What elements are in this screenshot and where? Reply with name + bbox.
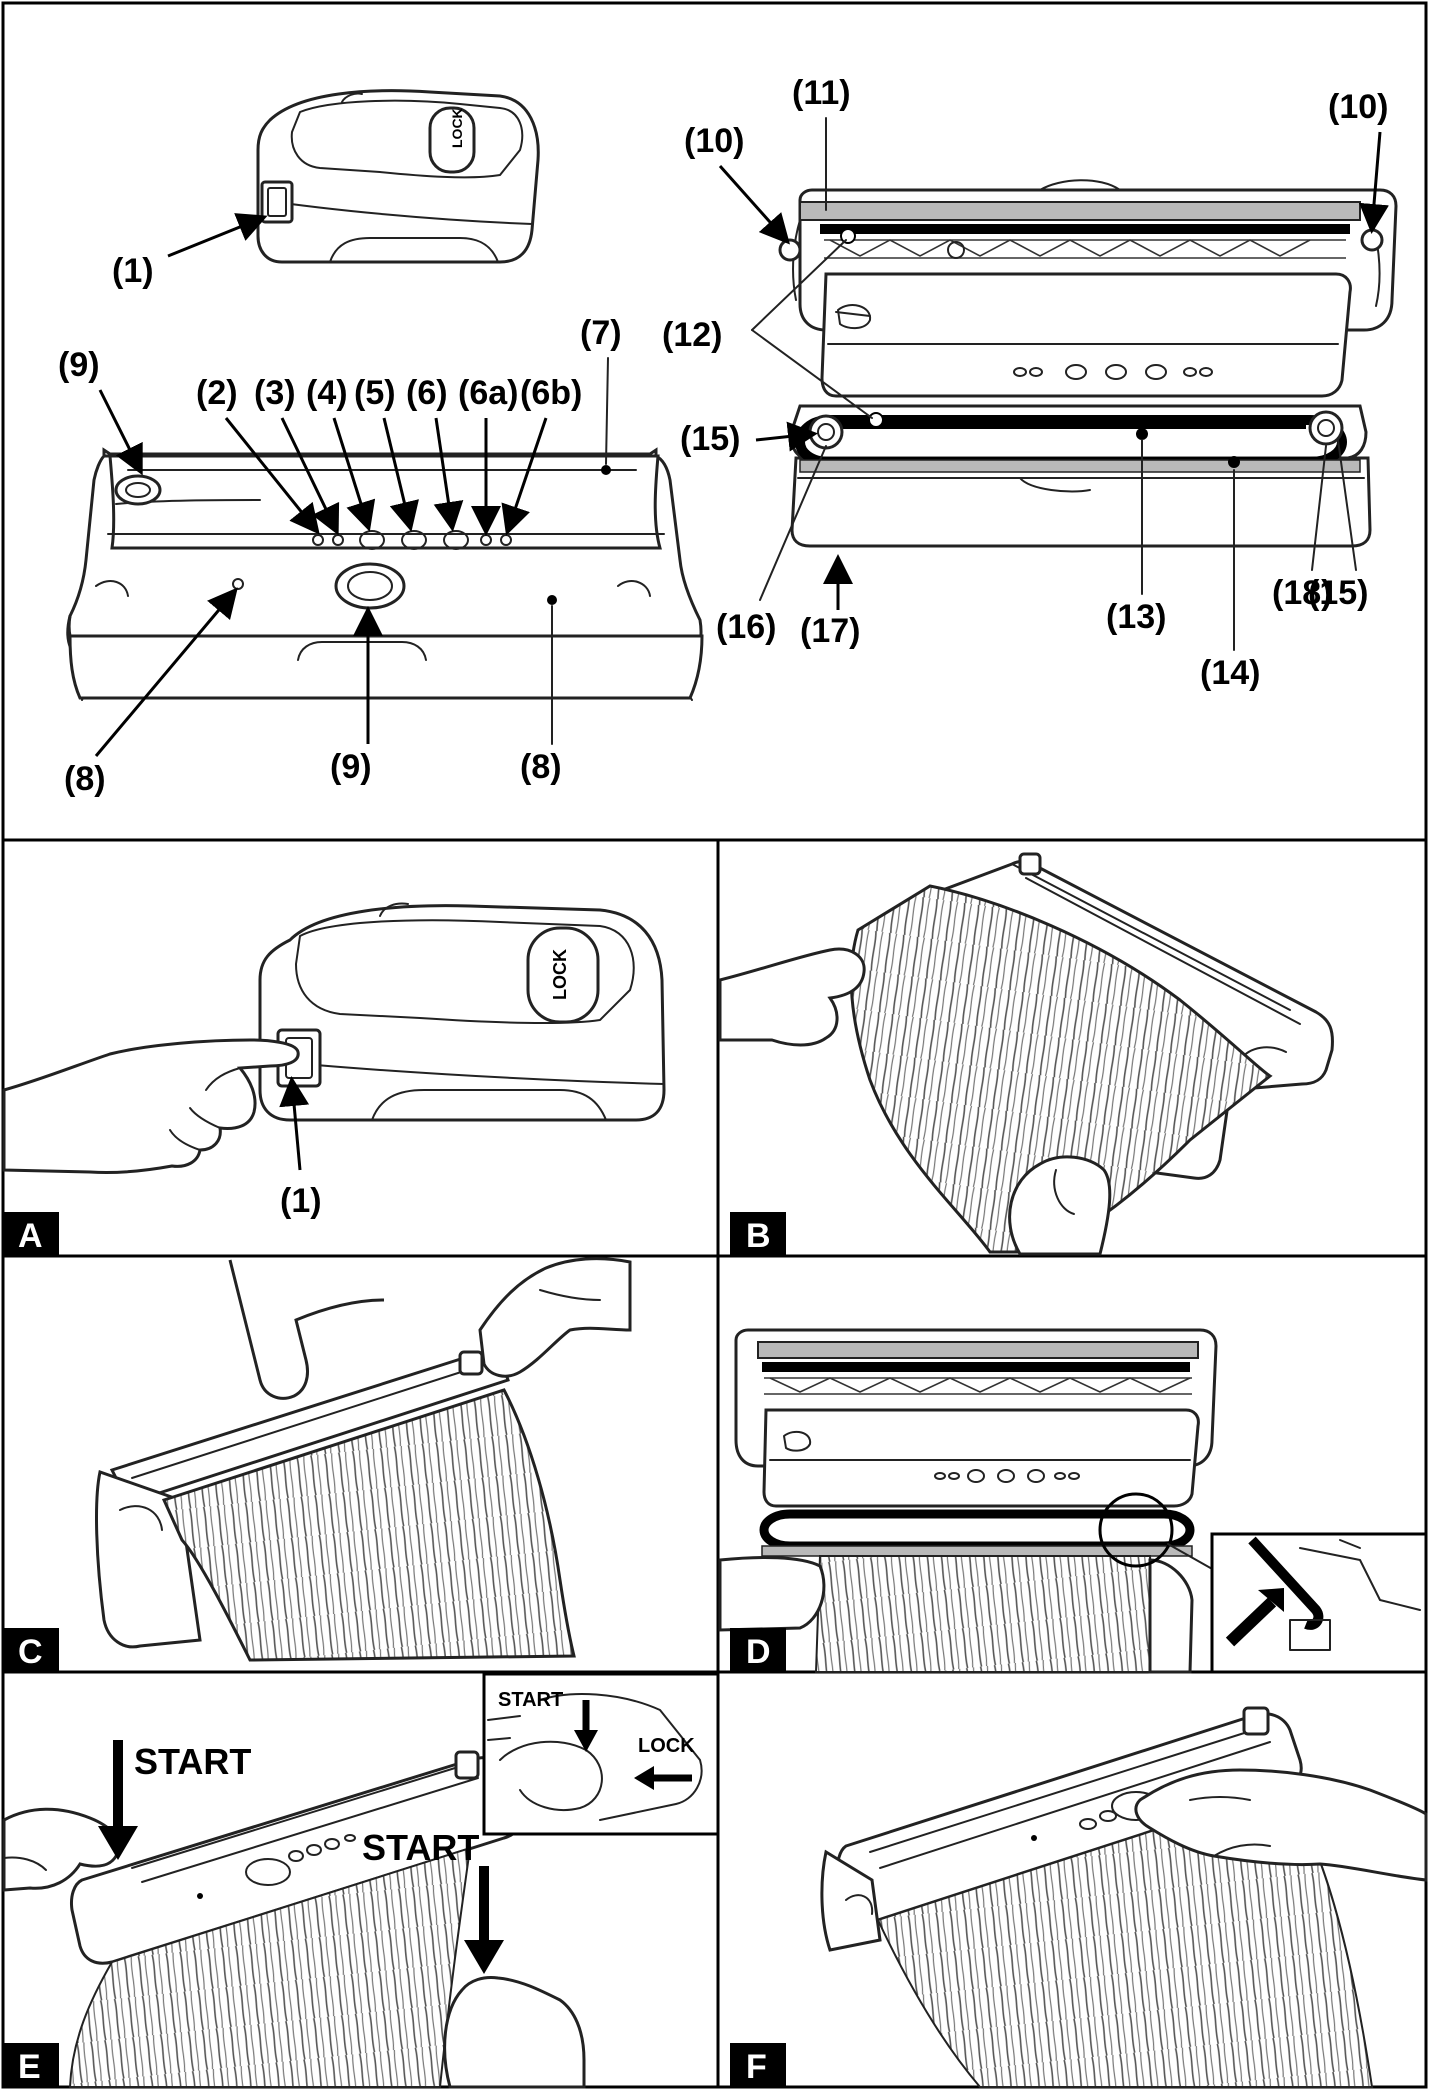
lock-slider bbox=[428, 106, 476, 174]
label-10: (8) bbox=[64, 760, 106, 798]
label-6b: (6b) bbox=[520, 374, 582, 412]
badge-b-text: B bbox=[746, 1217, 771, 1255]
label-18-right: (18) bbox=[1272, 574, 1332, 612]
bag-roll-b bbox=[849, 884, 1273, 1254]
label-17-right: (15) bbox=[1308, 574, 1368, 612]
panel-a: LOCK (1) A bbox=[2, 902, 666, 1256]
badge-c-text: C bbox=[18, 1633, 43, 1671]
panel-e: START START START LOCK E bbox=[2, 1672, 720, 2089]
panel-f: F bbox=[730, 1706, 1428, 2088]
closed-appliance-callouts: (9) (2) (3) (4) (5) (6) (6a) (6b) (7) (8… bbox=[58, 314, 622, 798]
label-12-right: (10) bbox=[1328, 88, 1388, 126]
hinge-left-12 bbox=[778, 238, 802, 262]
hand-right-c bbox=[478, 1257, 632, 1378]
label-9: (9) bbox=[330, 748, 372, 786]
label-6a: (6a) bbox=[458, 374, 518, 412]
panel-b: B bbox=[718, 852, 1334, 1256]
hand-right-b bbox=[1008, 1155, 1112, 1256]
label-13: (11) bbox=[792, 74, 851, 112]
drip-tray-end-left bbox=[808, 414, 844, 450]
start-label-right: START bbox=[362, 1827, 479, 1868]
badge-b bbox=[730, 1212, 786, 1256]
label-19: (17) bbox=[800, 612, 860, 650]
detail-inset-e bbox=[482, 1672, 720, 1836]
bag-e bbox=[68, 1846, 472, 2088]
side-view-appliance: LOCK bbox=[167, 89, 540, 264]
sealing-strip-13 bbox=[799, 201, 1361, 221]
cutter-knob-11 bbox=[114, 474, 162, 506]
badge-a bbox=[3, 1212, 59, 1256]
panel-d: D bbox=[718, 1328, 1428, 1674]
hand-left-c bbox=[228, 1259, 385, 1400]
lock-slider-a bbox=[526, 926, 600, 1024]
upper-gasket bbox=[820, 224, 1350, 234]
badge-a-text: A bbox=[18, 1217, 43, 1255]
label-11: (9) bbox=[58, 346, 100, 384]
start-button-e bbox=[245, 1858, 291, 1886]
lock-label: LOCK bbox=[449, 108, 465, 148]
label-18-left: (16) bbox=[716, 608, 776, 646]
bag-c bbox=[161, 1388, 576, 1662]
hand-pressing-switch bbox=[2, 1038, 300, 1175]
inset-start-label: START bbox=[498, 1689, 563, 1711]
label-15: (13) bbox=[1106, 598, 1166, 636]
badge-c bbox=[3, 1628, 59, 1672]
label-16: (14) bbox=[1200, 654, 1260, 692]
hand-left-b bbox=[718, 947, 866, 1047]
open-appliance bbox=[778, 179, 1398, 548]
label-4: (4) bbox=[306, 374, 348, 412]
label-5: (5) bbox=[354, 374, 396, 412]
callout-1-a: (1) bbox=[280, 1182, 322, 1220]
badge-e bbox=[3, 2043, 59, 2087]
badge-f-text: F bbox=[746, 2048, 767, 2086]
label-8: (8) bbox=[520, 748, 562, 786]
drip-tray-end-right bbox=[1308, 410, 1344, 446]
hand-right-e bbox=[443, 1976, 586, 2089]
label-14: (12) bbox=[662, 316, 722, 354]
label-17-left: (15) bbox=[680, 420, 740, 458]
start-label-left: START bbox=[134, 1741, 251, 1782]
closed-appliance bbox=[66, 447, 704, 701]
label-7: (7) bbox=[580, 314, 622, 352]
badge-f bbox=[730, 2043, 786, 2087]
label-2: (2) bbox=[196, 374, 238, 412]
label-12-left: (10) bbox=[684, 122, 744, 160]
lock-label-a: LOCK bbox=[550, 949, 570, 1000]
badge-e-text: E bbox=[18, 2048, 41, 2086]
label-6: (6) bbox=[406, 374, 448, 412]
open-appliance-callouts: (11) (10) (10) (12) (15) (15) (16) (18) … bbox=[662, 74, 1389, 692]
badge-d-text: D bbox=[746, 1633, 771, 1671]
sealing-bar-16 bbox=[799, 459, 1361, 473]
panel-c: C bbox=[3, 1257, 632, 1672]
label-1: (1) bbox=[112, 252, 154, 290]
power-switch-small bbox=[260, 180, 294, 224]
inset-lock-label: LOCK bbox=[638, 1735, 695, 1757]
start-button-9 bbox=[334, 562, 406, 610]
badge-d bbox=[730, 1628, 786, 1672]
magnifier-circle bbox=[1098, 1492, 1174, 1568]
bag-d bbox=[814, 1555, 1158, 1673]
label-3: (3) bbox=[254, 374, 296, 412]
hinge-right-12 bbox=[1360, 228, 1384, 252]
